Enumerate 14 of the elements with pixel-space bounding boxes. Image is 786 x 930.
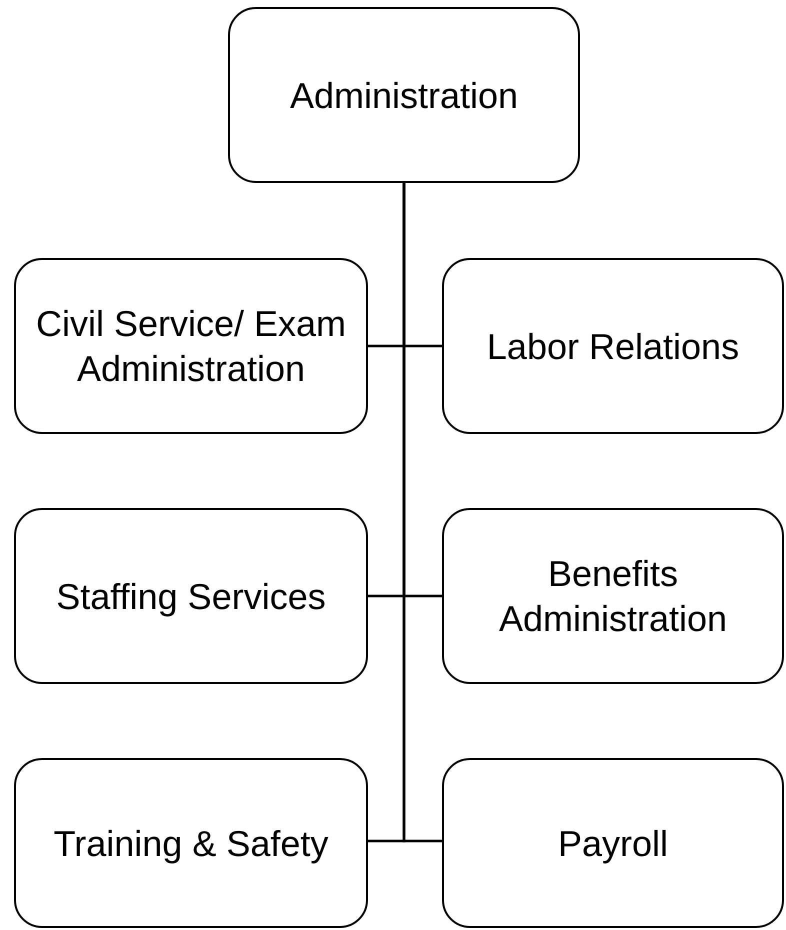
box-label: Labor Relations [486, 324, 740, 368]
org-box [14, 758, 368, 928]
box-label: Staffing Services [56, 574, 326, 618]
box-label: Benefits Administration [498, 552, 728, 641]
box-label: Payroll [558, 822, 668, 866]
org-box [228, 7, 580, 183]
org-box [442, 758, 784, 928]
org-box [14, 258, 368, 434]
box-label: Training & Safety [54, 822, 328, 866]
org-box [442, 508, 784, 684]
box-label: Civil Service/ Exam Administration [34, 302, 348, 391]
org-box [14, 508, 368, 684]
org-box [442, 258, 784, 434]
box-label: Administration [290, 74, 518, 118]
